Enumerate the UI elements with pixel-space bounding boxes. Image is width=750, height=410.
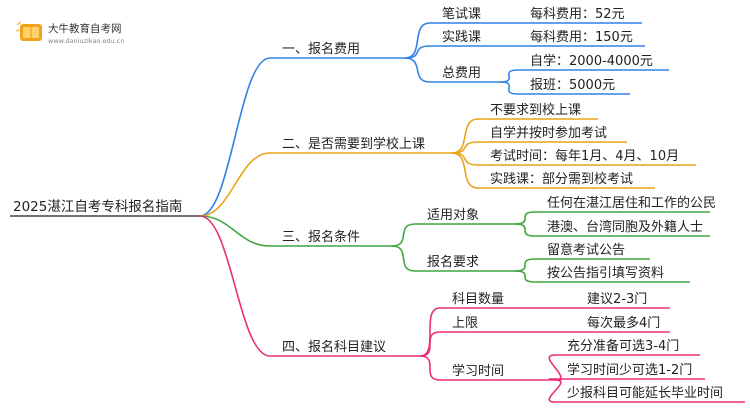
branch-2-item-3-connector: [451, 152, 479, 166]
branch-1: 一、报名费用: [270, 41, 405, 59]
branch-1-item-1-leaf-1-label: 每科费用：52元: [530, 6, 625, 22]
branch-3-item-2-leaf-2: 按公告指引填写资料: [535, 266, 690, 283]
branch-3-connector: [199, 215, 271, 247]
branch-4-item-1: 科目数量: [440, 292, 555, 309]
branch-3-label: 三、报名条件: [282, 229, 360, 245]
branch-4-item-3-leaf-1-connector: [548, 354, 562, 381]
branch-1-item-2-label: 实践课: [442, 30, 481, 45]
branch-3-item-1-leaf-1: 任何在湛江居住和工作的公民: [535, 195, 716, 213]
branch-4-item-3-leaf-3: 少报科目可能延长毕业时间: [555, 386, 745, 403]
branch-3-item-1-leaf-2-connector: [514, 223, 536, 237]
brand-name: 大牛教育自考网: [48, 22, 122, 35]
branch-3-item-1-connector: [391, 223, 416, 247]
branch-1-item-3: 总费用: [430, 66, 500, 83]
branch-1-item-1-leaf-1: 每科费用：52元: [518, 6, 642, 24]
branch-4-item-1-leaf-1: 建议2-3门: [575, 292, 670, 309]
branch-1-item-3-leaf-1-label: 自学：2000-4000元: [530, 53, 653, 69]
branch-1-label: 一、报名费用: [282, 41, 360, 57]
branch-4-item-2: 上限: [440, 316, 555, 333]
branch-4-item-3: 学习时间: [440, 363, 555, 381]
branch-3-item-2-leaf-2-label: 按公告指引填写资料: [547, 266, 664, 281]
branch-4-item-3-leaf-2: 学习时间少可选1-2门: [555, 362, 705, 380]
branch-3-item-1-label: 适用对象: [427, 208, 479, 223]
branch-1-connector: [199, 57, 271, 217]
branch-3-item-1-leaf-1-label: 任何在湛江居住和工作的公民: [547, 195, 716, 211]
branch-3-item-2-leaf-1: 留意考试公告: [535, 242, 650, 260]
branch-2-item-4: 实践课：部分需到校考试: [478, 171, 655, 189]
branch-3-item-1-leaf-1-connector: [514, 211, 536, 225]
brand-url: www.daniuzikao.edu.cn: [48, 37, 124, 45]
branch-3-item-2-label: 报名要求: [427, 254, 479, 270]
branch-2-item-1: 不要求到校上课: [478, 102, 598, 120]
book-logo-icon: [15, 21, 42, 41]
branch-1-item-3-leaf-1: 自学：2000-4000元: [518, 53, 669, 71]
branch-3: 三、报名条件: [270, 229, 392, 247]
branch-4-item-1-leaf-1-label: 建议2-3门: [587, 292, 647, 307]
branch-2-item-3-label: 考试时间：每年1月、4月、10月: [490, 148, 679, 164]
branch-1-item-1-label: 笔试课: [442, 6, 481, 22]
branch-4-item-1-label: 科目数量: [452, 292, 504, 307]
branch-4-item-3-connector: [419, 355, 441, 381]
branch-4: 四、报名科目建议: [270, 339, 420, 357]
branch-3-item-2: 报名要求: [415, 254, 515, 272]
branch-4-item-2-leaf-1-label: 每次最多4门: [587, 315, 660, 331]
root-label: 2025湛江自考专科报名指南: [13, 199, 182, 215]
branch-3-item-2-leaf-2-connector: [514, 270, 536, 283]
branch-1-item-2: 实践课: [430, 30, 500, 47]
branch-3-item-2-leaf-1-label: 留意考试公告: [547, 242, 625, 258]
branch-2-item-1-label: 不要求到校上课: [490, 102, 581, 118]
branch-3-item-1-leaf-2: 港澳、台湾同胞及外籍人士: [535, 219, 710, 237]
branch-1-item-3-leaf-2: 报班：5000元: [518, 78, 630, 95]
branch-1-item-3-leaf-2-connector: [499, 81, 519, 95]
branch-2-item-2: 自学并按时参加考试: [478, 125, 627, 143]
branch-2-label: 二、是否需要到学校上课: [282, 136, 425, 152]
branch-4-item-2-label: 上限: [452, 316, 478, 331]
branch-2-connector: [199, 152, 271, 217]
branch-1-item-3-leaf-2-label: 报班：5000元: [530, 78, 615, 93]
root-topic: 2025湛江自考专科报名指南: [10, 199, 200, 217]
branch-4-item-3-leaf-3-connector: [548, 379, 562, 403]
branch-4-item-3-leaf-3-label: 少报科目可能延长毕业时间: [567, 386, 723, 401]
branch-1-item-2-connector: [404, 45, 431, 59]
branch-1-item-1: 笔试课: [430, 6, 500, 24]
branch-2-item-4-label: 实践课：部分需到校考试: [490, 171, 633, 187]
branch-1-item-2-leaf-1: 每科费用：150元: [518, 29, 645, 47]
branch-1-item-3-label: 总费用: [442, 66, 481, 81]
brand-logo: 大牛教育自考网 www.daniuzikao.edu.cn: [15, 21, 124, 45]
branch-4-connector: [199, 215, 271, 357]
branch-3-item-1-leaf-2-label: 港澳、台湾同胞及外籍人士: [547, 219, 703, 235]
branch-2-item-3: 考试时间：每年1月、4月、10月: [478, 148, 696, 166]
branch-1-item-3-connector: [404, 57, 431, 83]
branch-4-item-2-leaf-1: 每次最多4门: [575, 315, 670, 333]
branch-3-item-1: 适用对象: [415, 208, 515, 225]
branch-2-item-2-connector: [451, 141, 479, 154]
branch-3-item-2-leaf-1-connector: [514, 258, 536, 272]
branch-4-label: 四、报名科目建议: [282, 339, 386, 355]
branch-1-item-2-leaf-1-label: 每科费用：150元: [530, 29, 633, 45]
branch-4-item-3-leaf-1: 充分准备可选3-4门: [555, 338, 700, 356]
branch-3-item-2-connector: [391, 245, 416, 272]
branch-2-item-4-connector: [451, 152, 479, 189]
branch-4-item-2-connector: [419, 331, 441, 357]
branch-1-item-3-leaf-1-connector: [499, 69, 519, 83]
branch-2: 二、是否需要到学校上课: [270, 136, 452, 154]
branch-4-item-3-label: 学习时间: [452, 363, 504, 379]
branch-4-item-3-leaf-2-label: 学习时间少可选1-2门: [567, 362, 692, 378]
branch-4-item-3-leaf-1-label: 充分准备可选3-4门: [567, 338, 679, 354]
branch-2-item-2-label: 自学并按时参加考试: [490, 125, 607, 141]
